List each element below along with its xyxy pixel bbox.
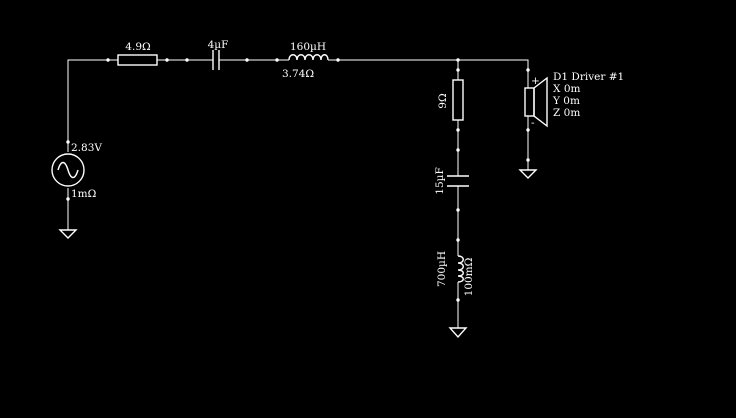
speaker-icon[interactable] (524, 76, 548, 128)
series-capacitor-label: 4µF (208, 39, 229, 51)
series-resistor[interactable] (117, 54, 158, 66)
driver-z-label: Z 0m (553, 107, 580, 119)
ground-icon (518, 169, 538, 179)
source-voltage-label: 2.83V (71, 142, 102, 154)
source-impedance-label: 1mΩ (71, 188, 97, 200)
series-inductor[interactable] (288, 54, 329, 61)
driver-x-label: X 0m (553, 83, 580, 95)
series-capacitor[interactable] (208, 50, 224, 70)
series-inductor-resistance-label: 3.74Ω (282, 68, 314, 80)
ground-icon (58, 229, 78, 239)
sine-wave-icon (57, 161, 79, 179)
shunt-resistor-label: 9Ω (437, 93, 449, 109)
shunt-inductor[interactable] (457, 255, 464, 283)
driver-plus-label: + (531, 75, 540, 87)
shunt-capacitor-label: 15µF (434, 167, 446, 194)
driver-y-label: Y 0m (552, 95, 580, 107)
shunt-capacitor[interactable] (447, 175, 469, 187)
ground-icon (448, 327, 468, 339)
shunt-inductor-label: 700µH (436, 251, 448, 287)
voltage-source[interactable] (51, 153, 85, 187)
shunt-resistor[interactable] (452, 79, 464, 121)
series-resistor-label: 4.9Ω (125, 41, 151, 53)
driver-minus-label: - (531, 117, 535, 129)
connection-nodes (66, 58, 530, 302)
wires (67, 59, 529, 328)
shunt-inductor-resistance-label: 100mΩ (463, 257, 475, 296)
driver-name-label: D1 Driver #1 (553, 71, 624, 83)
series-inductor-label: 160µH (290, 41, 326, 53)
